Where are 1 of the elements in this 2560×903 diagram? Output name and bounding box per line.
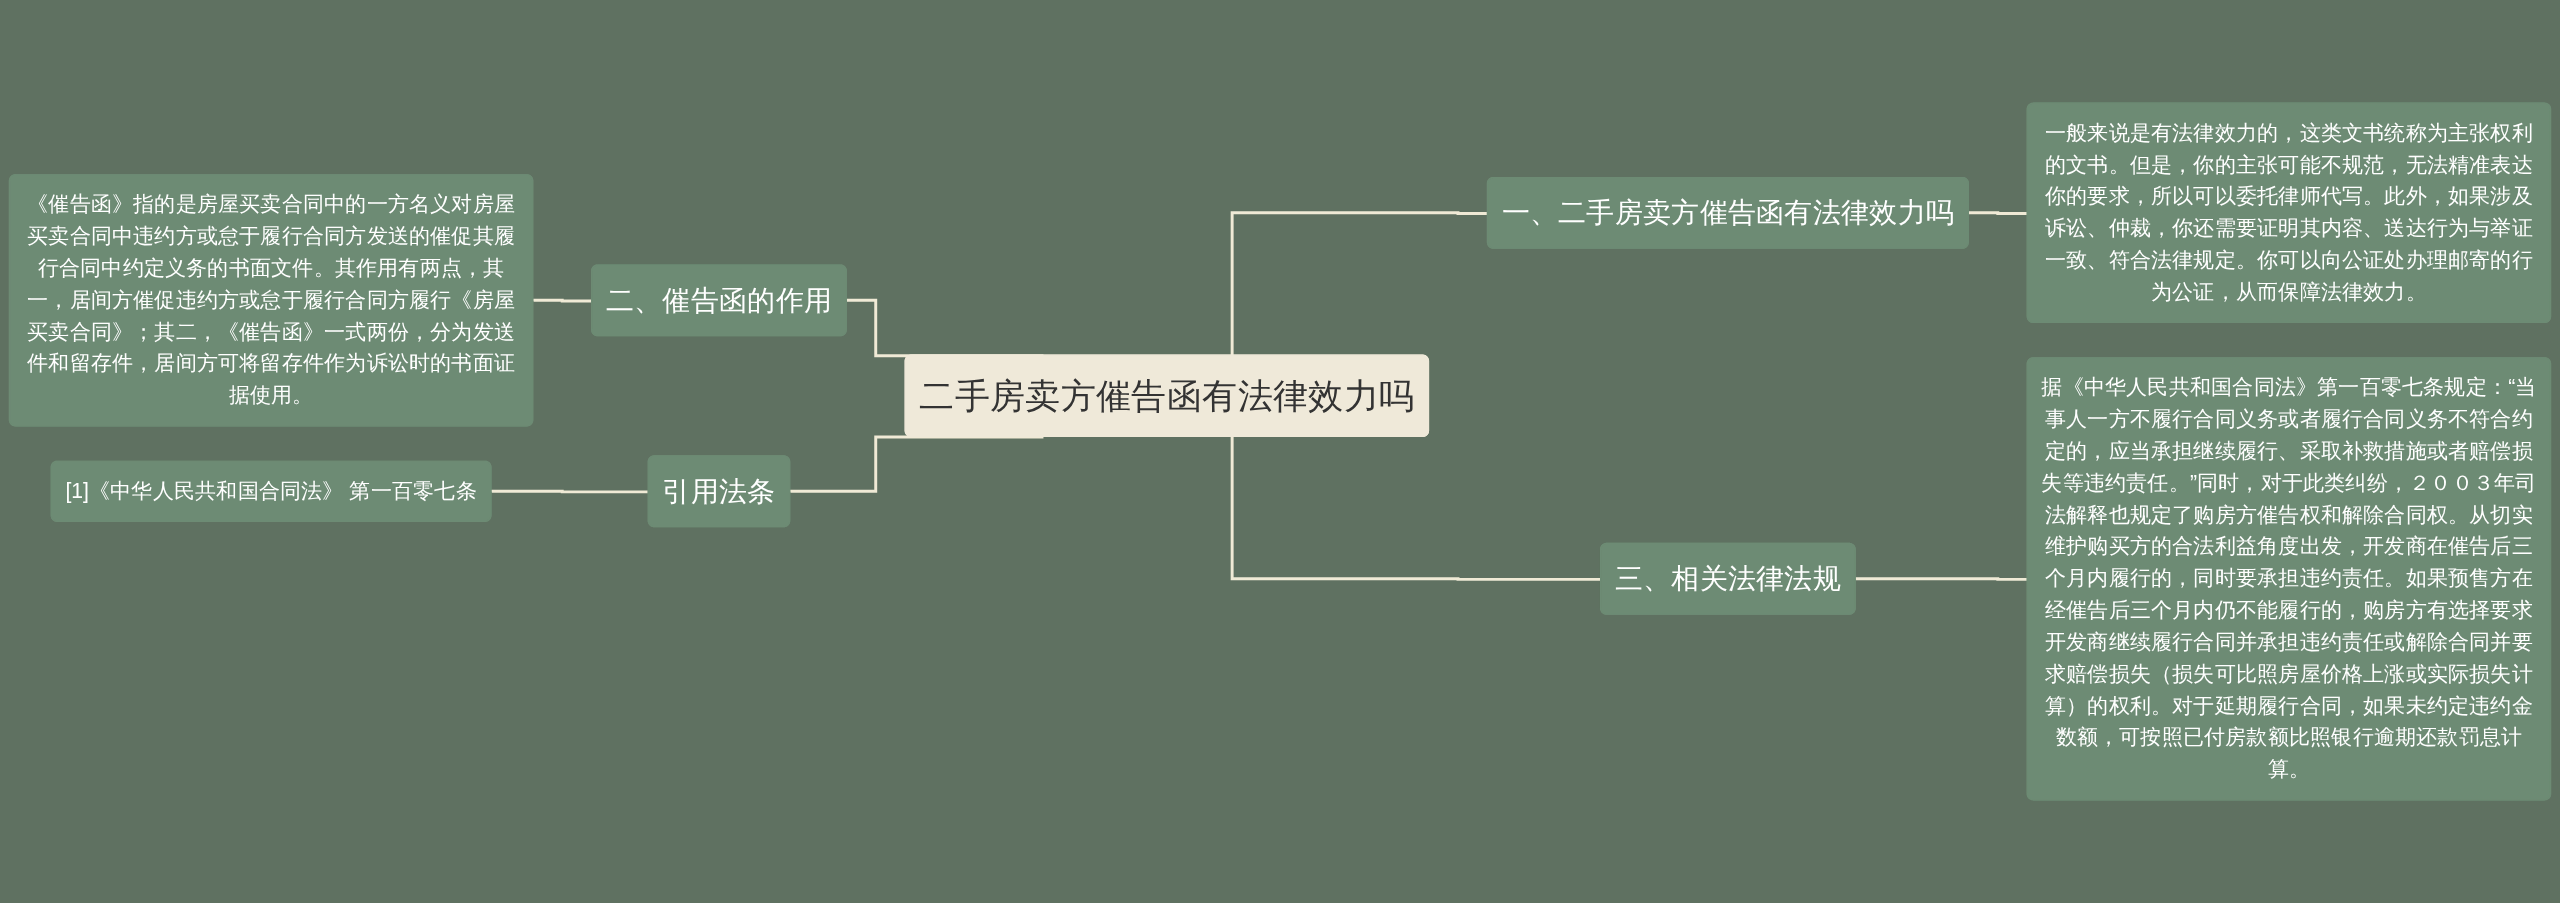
connector [490, 489, 649, 494]
